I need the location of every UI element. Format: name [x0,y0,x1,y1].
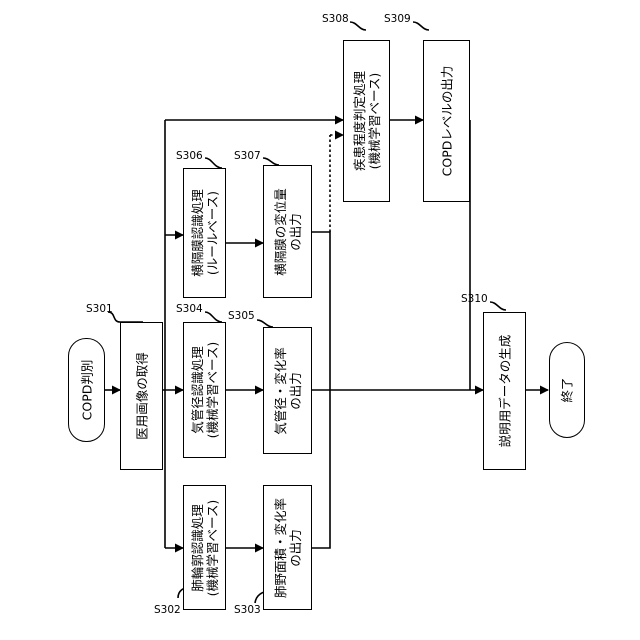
box-s303: 肺野面積・変化率の出力 [263,485,312,610]
s305-text-2: の出力 [288,347,303,435]
label-s307: S307 [234,150,261,162]
line-s307-merge [312,232,330,390]
label-s310: S310 [461,293,488,305]
box-s304: 気管径認識処理(機械学習ベース) [183,322,226,458]
label-s308: S308 [322,13,349,25]
leader-s305 [257,320,273,327]
s306-text-1: 横隔膜認識処理 [190,189,205,277]
s302-text-2: (機械学習ベース) [205,499,220,596]
line-s303-merge [312,390,330,548]
leader-s308 [350,22,366,30]
leader-s306 [205,158,222,168]
label-s309: S309 [384,13,411,25]
leader-s304 [205,312,222,322]
box-s302: 肺輪郭認識処理(機械学習ベース) [183,485,226,610]
box-s301: 医用画像の取得 [120,322,163,470]
leader-s310 [490,302,506,310]
end-label: 終了 [560,377,575,402]
label-s304: S304 [176,303,203,315]
s306-text-2: (ルールベース) [205,189,220,277]
s301-text: 医用画像の取得 [134,352,149,440]
s305-text-1: 気管径・変化率 [273,347,288,435]
leader-s309 [413,22,429,30]
end-terminal: 終了 [549,342,585,438]
label-s305: S305 [228,310,255,322]
label-s302: S302 [154,604,181,616]
label-s301: S301 [86,303,113,315]
box-s308: 疾患程度判定処理(機械学習ベース) [343,40,390,202]
leader-s301 [108,312,143,322]
start-label: COPD判別 [79,360,94,421]
s310-text: 説明用データの生成 [497,335,512,448]
label-s303: S303 [234,604,261,616]
s308-text-1: 疾患程度判定処理 [352,71,367,171]
label-s306: S306 [176,150,203,162]
leader-s307 [263,158,279,165]
s308-text-2: (機械学習ベース) [367,71,382,171]
s309-text: COPDレベルの出力 [439,66,454,177]
box-s306: 横隔膜認識処理(ルールベース) [183,168,226,298]
s302-text-1: 肺輪郭認識処理 [190,499,205,596]
s307-text-2: の出力 [288,188,303,276]
box-s310: 説明用データの生成 [483,312,526,470]
start-terminal: COPD判別 [68,338,105,442]
box-s307: 横隔膜の変位量の出力 [263,165,312,298]
box-s305: 気管径・変化率の出力 [263,327,312,454]
box-s309: COPDレベルの出力 [423,40,470,202]
s303-text-2: の出力 [288,497,303,597]
s304-text-2: (機械学習ベース) [205,342,220,439]
s304-text-1: 気管径認識処理 [190,342,205,439]
s303-text-1: 肺野面積・変化率 [273,497,288,597]
s307-text-1: 横隔膜の変位量 [273,188,288,276]
